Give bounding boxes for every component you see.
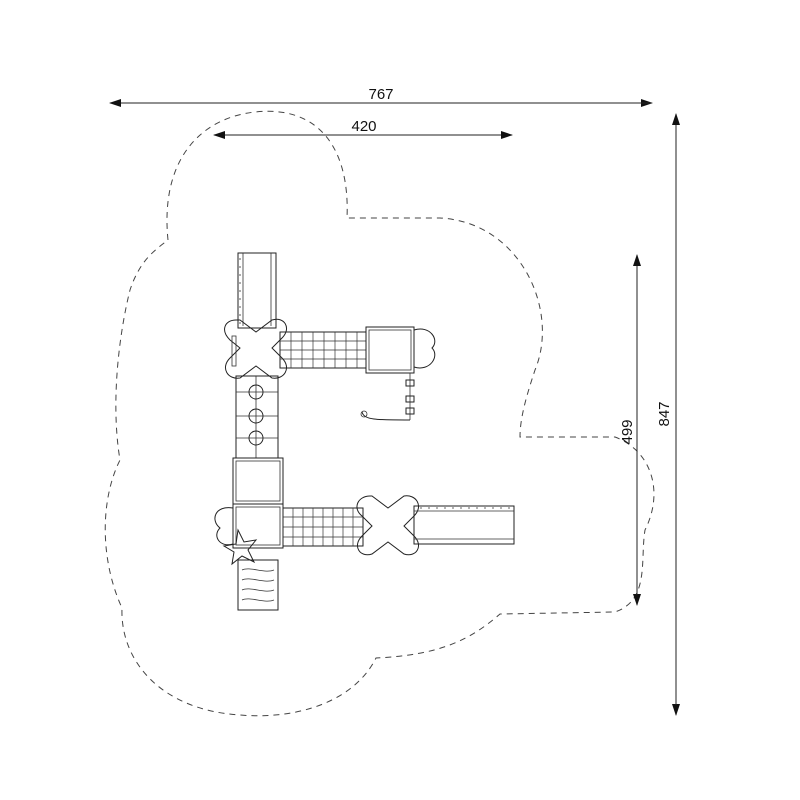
- ladder-bottom: [237, 559, 279, 611]
- dimension-label-420: 420: [351, 118, 376, 135]
- roof-platform-bottom-right: [356, 495, 419, 556]
- net-bridge-bottom: [282, 507, 364, 547]
- slide-bottom-right: [413, 505, 515, 545]
- top-slide: [237, 252, 277, 329]
- platform-right-end: [360, 326, 436, 421]
- dimension-overall-depth: 847: [656, 113, 680, 716]
- net-bridge-top: [279, 331, 367, 369]
- dimension-label-499: 499: [619, 419, 636, 444]
- dimension-overall-width: 767: [109, 86, 653, 107]
- roof-platform-top-left: [224, 318, 287, 379]
- star-climber: [222, 528, 258, 566]
- dimension-platform-width: 420: [213, 118, 513, 139]
- dimension-platform-depth: 499: [619, 254, 641, 606]
- dimension-label-767: 767: [368, 86, 393, 103]
- platform-middle: [232, 457, 284, 505]
- panel-tower-connector: [235, 375, 279, 459]
- dimension-label-847: 847: [656, 401, 673, 426]
- safety-zone-boundary: [104, 110, 655, 717]
